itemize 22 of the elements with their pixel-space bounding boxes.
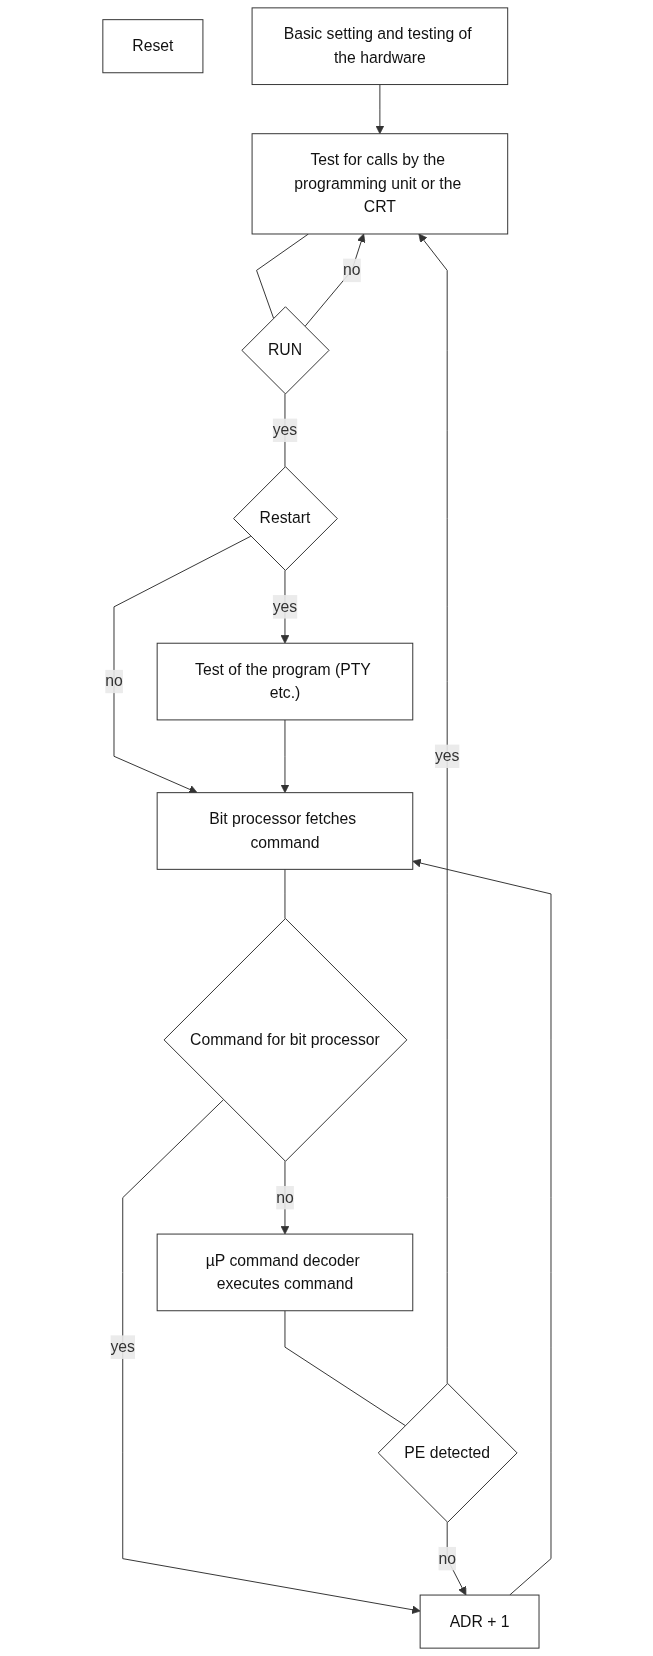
edge-label: no (438, 1549, 456, 1567)
edge-label: no (275, 1188, 294, 1206)
connector (284, 868, 286, 919)
node-box: ADR + 1 (419, 1594, 540, 1649)
connector (284, 1310, 406, 1426)
node-diamond: Command for bit processor (163, 918, 407, 1162)
node-box: Test for calls by the programming unit or the CRT (251, 133, 508, 235)
edge-label: yes (434, 747, 459, 765)
edge-label: no (104, 672, 123, 690)
node-diamond: RUN (240, 306, 330, 395)
node-diamond: Restart (232, 466, 338, 571)
node-diamond: PE detected (377, 1383, 518, 1523)
node-box: Bit processor fetches command (156, 792, 413, 870)
connector (255, 233, 309, 319)
node-box: µP command decoder executes command (156, 1233, 413, 1312)
node-box: Test of the program (PTY etc.) (156, 642, 413, 721)
edge-label: yes (110, 1338, 135, 1355)
edge-label: no (342, 261, 361, 279)
node-box: Reset (101, 19, 203, 74)
node-box: Basic setting and testing of the hardware (251, 7, 508, 86)
edge-label: yes (272, 598, 297, 615)
edge-label: yes (272, 421, 297, 439)
